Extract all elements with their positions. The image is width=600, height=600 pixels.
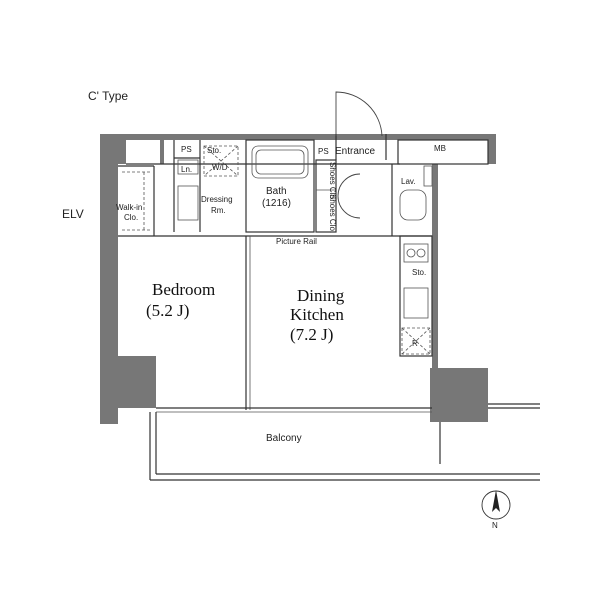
walk-in-closet-label-1: Walk-in	[116, 203, 142, 212]
shoes-closet-label-2: Shoes Clo.	[328, 194, 337, 233]
bedroom-label-1: Bedroom	[152, 280, 215, 299]
washer-dryer-label: W/D	[212, 163, 228, 172]
linen-label: Ln.	[181, 165, 192, 174]
elv-label: ELV	[62, 207, 84, 221]
north-compass-icon: N	[481, 490, 511, 530]
dining-kitchen-label-3: (7.2 J)	[290, 325, 333, 344]
storage-top-label: Sto.	[207, 146, 221, 155]
ps-entrance-label: PS	[318, 147, 329, 156]
walk-in-closet-label-2: Clo.	[124, 213, 138, 222]
interior-walls	[118, 91, 489, 413]
plan-type-title: C' Type	[88, 89, 128, 103]
kitchen-storage-label: Sto.	[412, 268, 426, 277]
entrance-label: Entrance	[335, 146, 375, 157]
dining-kitchen-label-1: Dining	[297, 286, 345, 305]
balcony-label: Balcony	[266, 433, 302, 444]
dressing-room-label-1: Dressing	[201, 195, 233, 204]
bedroom-label-2: (5.2 J)	[146, 301, 189, 320]
bath-label-2: (1216)	[262, 198, 291, 209]
dining-kitchen-label-2: Kitchen	[290, 305, 344, 324]
shoes-closet-label-1: Shoes Clo.	[328, 162, 337, 201]
mb-label: MB	[434, 144, 446, 153]
balcony-area	[149, 403, 540, 481]
exterior-walls	[100, 134, 496, 424]
compass-north-label: N	[492, 521, 498, 530]
refrigerator-label: R	[412, 339, 418, 348]
lavatory-label: Lav.	[401, 177, 416, 186]
picture-rail-label: Picture Rail	[276, 237, 317, 246]
ps-top-label: PS	[181, 145, 192, 154]
bath-label-1: Bath	[266, 186, 287, 197]
dressing-room-label-2: Rm.	[211, 206, 226, 215]
